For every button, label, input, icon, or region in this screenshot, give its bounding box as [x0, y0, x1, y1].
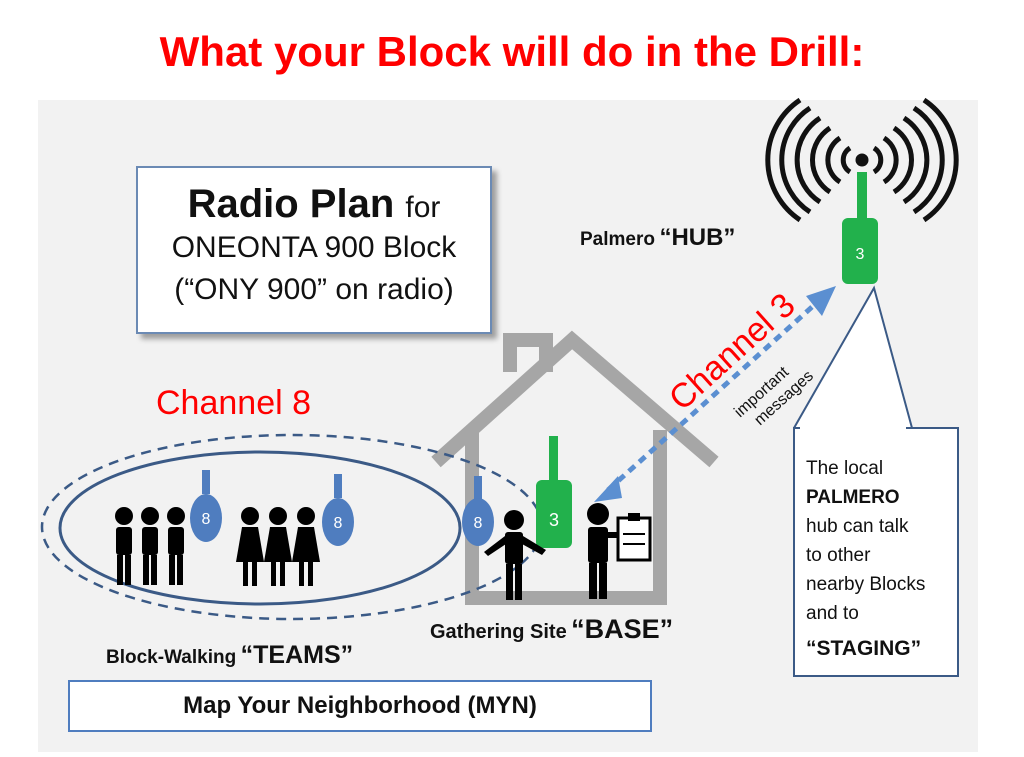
- callout-line-5: nearby Blocks: [806, 574, 926, 595]
- radio-plan-heading-suffix: for: [405, 191, 441, 224]
- base-green-radio-icon: [536, 436, 572, 548]
- hub-radio-icon: [842, 172, 878, 284]
- base-blue-radio-channel: 8: [474, 515, 483, 532]
- callout-line-6: and to: [806, 603, 859, 624]
- hub-label-name: “HUB”: [659, 224, 736, 251]
- hub-label-prefix: Palmero: [580, 229, 655, 250]
- team-2-radio-icon: [322, 474, 354, 546]
- team-1-radio-channel: 8: [202, 511, 211, 528]
- block-name: ONEONTA 900 Block: [171, 231, 457, 264]
- teams-label-name: “TEAMS”: [240, 641, 354, 669]
- callout-line-4: to other: [806, 545, 871, 566]
- radio-plan-box: Radio Plan for ONEONTA 900 Block (“ONY 9…: [136, 166, 492, 334]
- clipboard-icon: [616, 513, 652, 562]
- callout-text: The local PALMERO hub can talk to other …: [806, 454, 956, 663]
- team-2-people-icon: [236, 507, 320, 586]
- callout-line-3: hub can talk: [806, 516, 909, 537]
- teams-boundary: [58, 450, 462, 606]
- callout-line-7: “STAGING”: [806, 637, 922, 660]
- signal-waves-icon: [765, 97, 959, 223]
- base-coordinator-person-icon: [484, 510, 546, 600]
- hub-label: Palmero “HUB”: [580, 224, 735, 252]
- myn-footer-box: Map Your Neighborhood (MYN): [68, 680, 652, 732]
- callout-box: [793, 285, 959, 677]
- team-1-people-icon: [115, 507, 185, 585]
- radio-call-sign: (“ONY 900” on radio): [174, 273, 454, 306]
- hub-radio-channel: 3: [856, 246, 865, 263]
- team-1-radio-icon: [190, 470, 222, 542]
- callout-line-1: The local: [806, 458, 884, 479]
- base-blue-radio-icon: [462, 476, 494, 546]
- callout-line-2: PALMERO: [806, 487, 900, 508]
- channel-8-label: Channel 8: [156, 384, 312, 422]
- base-green-radio-channel: 3: [549, 510, 559, 530]
- channel-3-link-arrow: [594, 286, 836, 502]
- house-icon: [431, 330, 719, 605]
- teams-label: Block-Walking “TEAMS”: [106, 641, 353, 670]
- page-title: What your Block will do in the Drill:: [159, 28, 865, 75]
- base-label-prefix: Gathering Site: [430, 621, 567, 643]
- radio-plan-heading: Radio Plan: [187, 182, 395, 226]
- team-2-radio-channel: 8: [334, 515, 343, 532]
- teams-label-prefix: Block-Walking: [106, 647, 237, 668]
- myn-footer-text: Map Your Neighborhood (MYN): [183, 692, 537, 719]
- radio-plan-heading-line: Radio Plan for: [138, 182, 490, 227]
- base-label-name: “BASE”: [571, 614, 674, 644]
- base-recorder-person-icon: [587, 503, 622, 599]
- base-label: Gathering Site “BASE”: [430, 614, 673, 645]
